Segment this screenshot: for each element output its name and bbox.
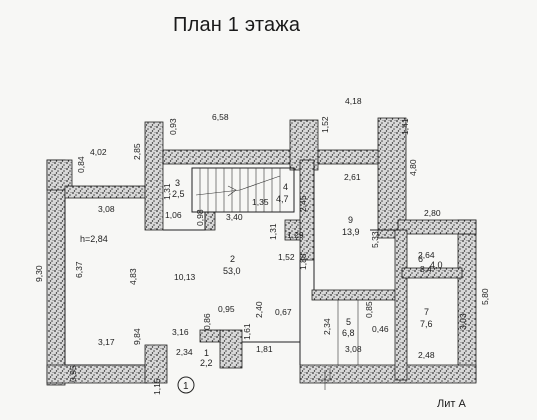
- dim-8-4: 8,4: [420, 264, 432, 274]
- wall-left: [46, 159, 66, 386]
- staircase: [191, 167, 295, 213]
- dim-9-30: 9,30: [34, 265, 44, 282]
- dim-1-06: 1,06: [165, 210, 182, 220]
- wall-top-stairs: [162, 149, 299, 165]
- dim-0-46: 0,46: [372, 324, 389, 334]
- dim-2-61: 2,61: [344, 172, 361, 182]
- dim-0-85: 0,85: [364, 301, 374, 318]
- dim-2-64: 2,64: [418, 250, 435, 260]
- room-9-num: 9: [348, 215, 353, 225]
- dim-2-48: 2,48: [418, 350, 435, 360]
- dim-1-81: 1,81: [256, 344, 273, 354]
- dim-1-88: 1,88: [298, 253, 308, 270]
- room-3-area: 2,5: [172, 189, 185, 199]
- wall-pillar-right: [377, 117, 407, 239]
- dim-2-40: 2,40: [254, 301, 264, 318]
- dim-0-93: 0,93: [168, 118, 178, 135]
- wall-right-lower: [457, 219, 477, 383]
- dim-3-03: 3,03: [458, 313, 468, 330]
- dim-1-41: 1,41: [400, 118, 410, 135]
- height-label: h=2,84: [80, 234, 108, 244]
- dim-1-31: 1,31: [162, 183, 172, 200]
- dim-5-33: 5,33: [370, 231, 380, 248]
- wall-bottom-left: [46, 364, 148, 384]
- wall-top-mid-left: [64, 185, 148, 199]
- wall-interior-5: [311, 289, 403, 301]
- dim-2-34b: 2,34: [176, 347, 193, 357]
- wall-interior-stair: [204, 211, 216, 231]
- dim-4-18: 4,18: [345, 96, 362, 106]
- section-marker: [177, 376, 195, 394]
- room-1-area: 2,2: [200, 358, 213, 368]
- dim-0-98: 0,98: [195, 209, 205, 226]
- dim-1-52: 1,52: [320, 116, 330, 133]
- dim-3-17: 3,17: [98, 337, 115, 347]
- room-4-num: 4: [283, 182, 288, 192]
- wall-bottom-center: [219, 329, 243, 369]
- dim-1-61: 1,61: [242, 323, 252, 340]
- room-2-area: 53,0: [223, 266, 241, 276]
- wall-bottom-right: [299, 364, 477, 384]
- room-4-area: 4,7: [276, 194, 289, 204]
- dim-1-31b: 1,31: [268, 223, 278, 240]
- dim-4-80: 4,80: [408, 159, 418, 176]
- dim-5-80: 5,80: [480, 288, 490, 305]
- wall-interior-68: [401, 267, 463, 279]
- dim-6-37: 6,37: [74, 261, 84, 278]
- dim-3-16: 3,16: [172, 327, 189, 337]
- section-marker-label: 1: [183, 381, 189, 392]
- wall-bottom-mid: [144, 344, 168, 384]
- room-9-area: 13,9: [342, 227, 360, 237]
- dim-2-45: 2,45: [298, 195, 308, 212]
- dim-9-84: 9,84: [132, 328, 142, 345]
- dim-2-80: 2,80: [424, 208, 441, 218]
- dim-2-34: 2,34: [322, 318, 332, 335]
- dim-4-02: 4,02: [90, 147, 107, 157]
- dim-6-58: 6,58: [212, 112, 229, 122]
- room-5-num: 5: [346, 317, 351, 327]
- dim-3-08b: 3,08: [345, 344, 362, 354]
- wall-pillar-left: [144, 121, 164, 231]
- room-6-num: 6: [418, 254, 423, 264]
- dim-3-08: 3,08: [98, 204, 115, 214]
- room-1-num: 1: [204, 348, 209, 358]
- room-2-num: 2: [230, 254, 235, 264]
- wall-top-left: [46, 159, 73, 191]
- room-5-area: 6,8: [342, 328, 355, 338]
- room-7-num: 7: [424, 307, 429, 317]
- dim-0-86: 0,86: [202, 313, 212, 330]
- dim-0-95b: 0,95: [68, 365, 78, 382]
- wall-interior-c: [284, 219, 301, 241]
- wall-top-right: [317, 149, 381, 165]
- lit-label: Лит А: [437, 398, 466, 410]
- plan-title: План 1 этажа: [173, 14, 301, 36]
- dim-1-15: 1,15: [152, 378, 162, 395]
- dim-0-95: 0,95: [218, 304, 235, 314]
- wall-interior-6: [394, 229, 408, 381]
- wall-interior-1: [199, 329, 221, 343]
- dim-1-35: 1,35: [252, 197, 269, 207]
- dim-2-85: 2,85: [132, 143, 142, 160]
- dim-4-83: 4,83: [128, 268, 138, 285]
- dim-10-13: 10,13: [174, 272, 196, 282]
- room-6-area: 4,0: [430, 260, 443, 270]
- dim-0-67: 0,67: [275, 307, 292, 317]
- dim-3-40: 3,40: [226, 212, 243, 222]
- dim-1-29: 1,29: [287, 230, 304, 240]
- dim-0-84: 0,84: [76, 156, 86, 173]
- wall-right-top: [397, 219, 477, 235]
- dim-1-52b: 1,52: [278, 252, 295, 262]
- room-3-num: 3: [175, 178, 180, 188]
- room-7-area: 7,6: [420, 319, 433, 329]
